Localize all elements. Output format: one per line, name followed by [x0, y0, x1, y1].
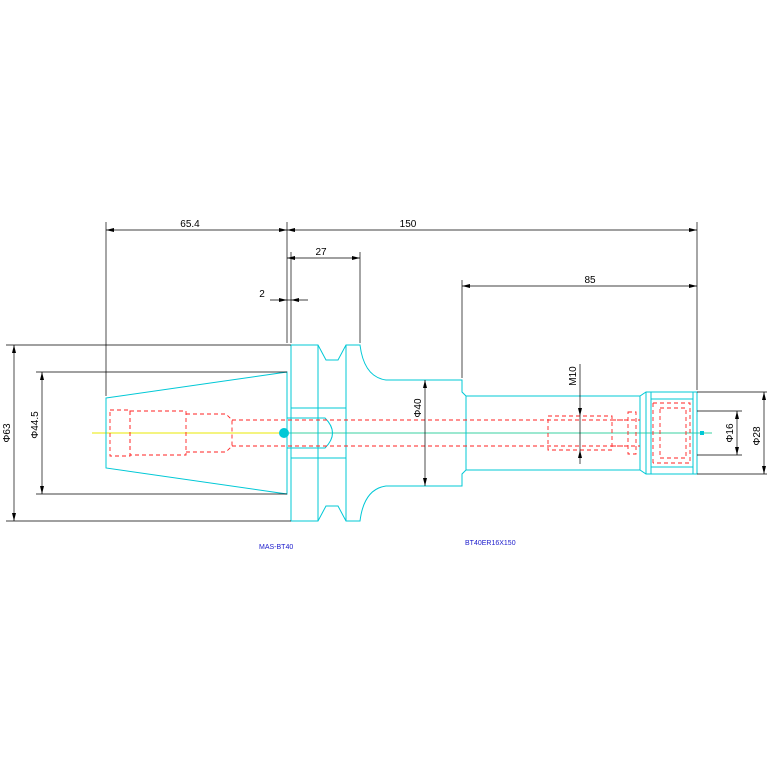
center-mark: [279, 428, 704, 438]
dim-phi63: Φ63: [2, 423, 13, 443]
dim-27: 27: [315, 247, 327, 258]
dim-phi28: Φ28: [752, 426, 763, 446]
dim-65-4: 65.4: [180, 219, 200, 230]
dim-phi40: Φ40: [413, 398, 424, 418]
dim-150: 150: [400, 219, 417, 230]
label-mas-bt40: MAS-BT40: [259, 544, 293, 551]
dim-85: 85: [584, 275, 596, 286]
part-outline: [105, 344, 698, 522]
dim-phi16: Φ16: [725, 423, 736, 443]
dimension-arrows: [12, 228, 766, 521]
dim-phi44-5: Φ44.5: [30, 411, 41, 439]
dim-m10: M10: [568, 366, 579, 386]
dimension-lines: [6, 222, 767, 522]
dim-2: 2: [259, 289, 265, 300]
label-bt40er16x150: BT40ER16X150: [465, 540, 516, 547]
